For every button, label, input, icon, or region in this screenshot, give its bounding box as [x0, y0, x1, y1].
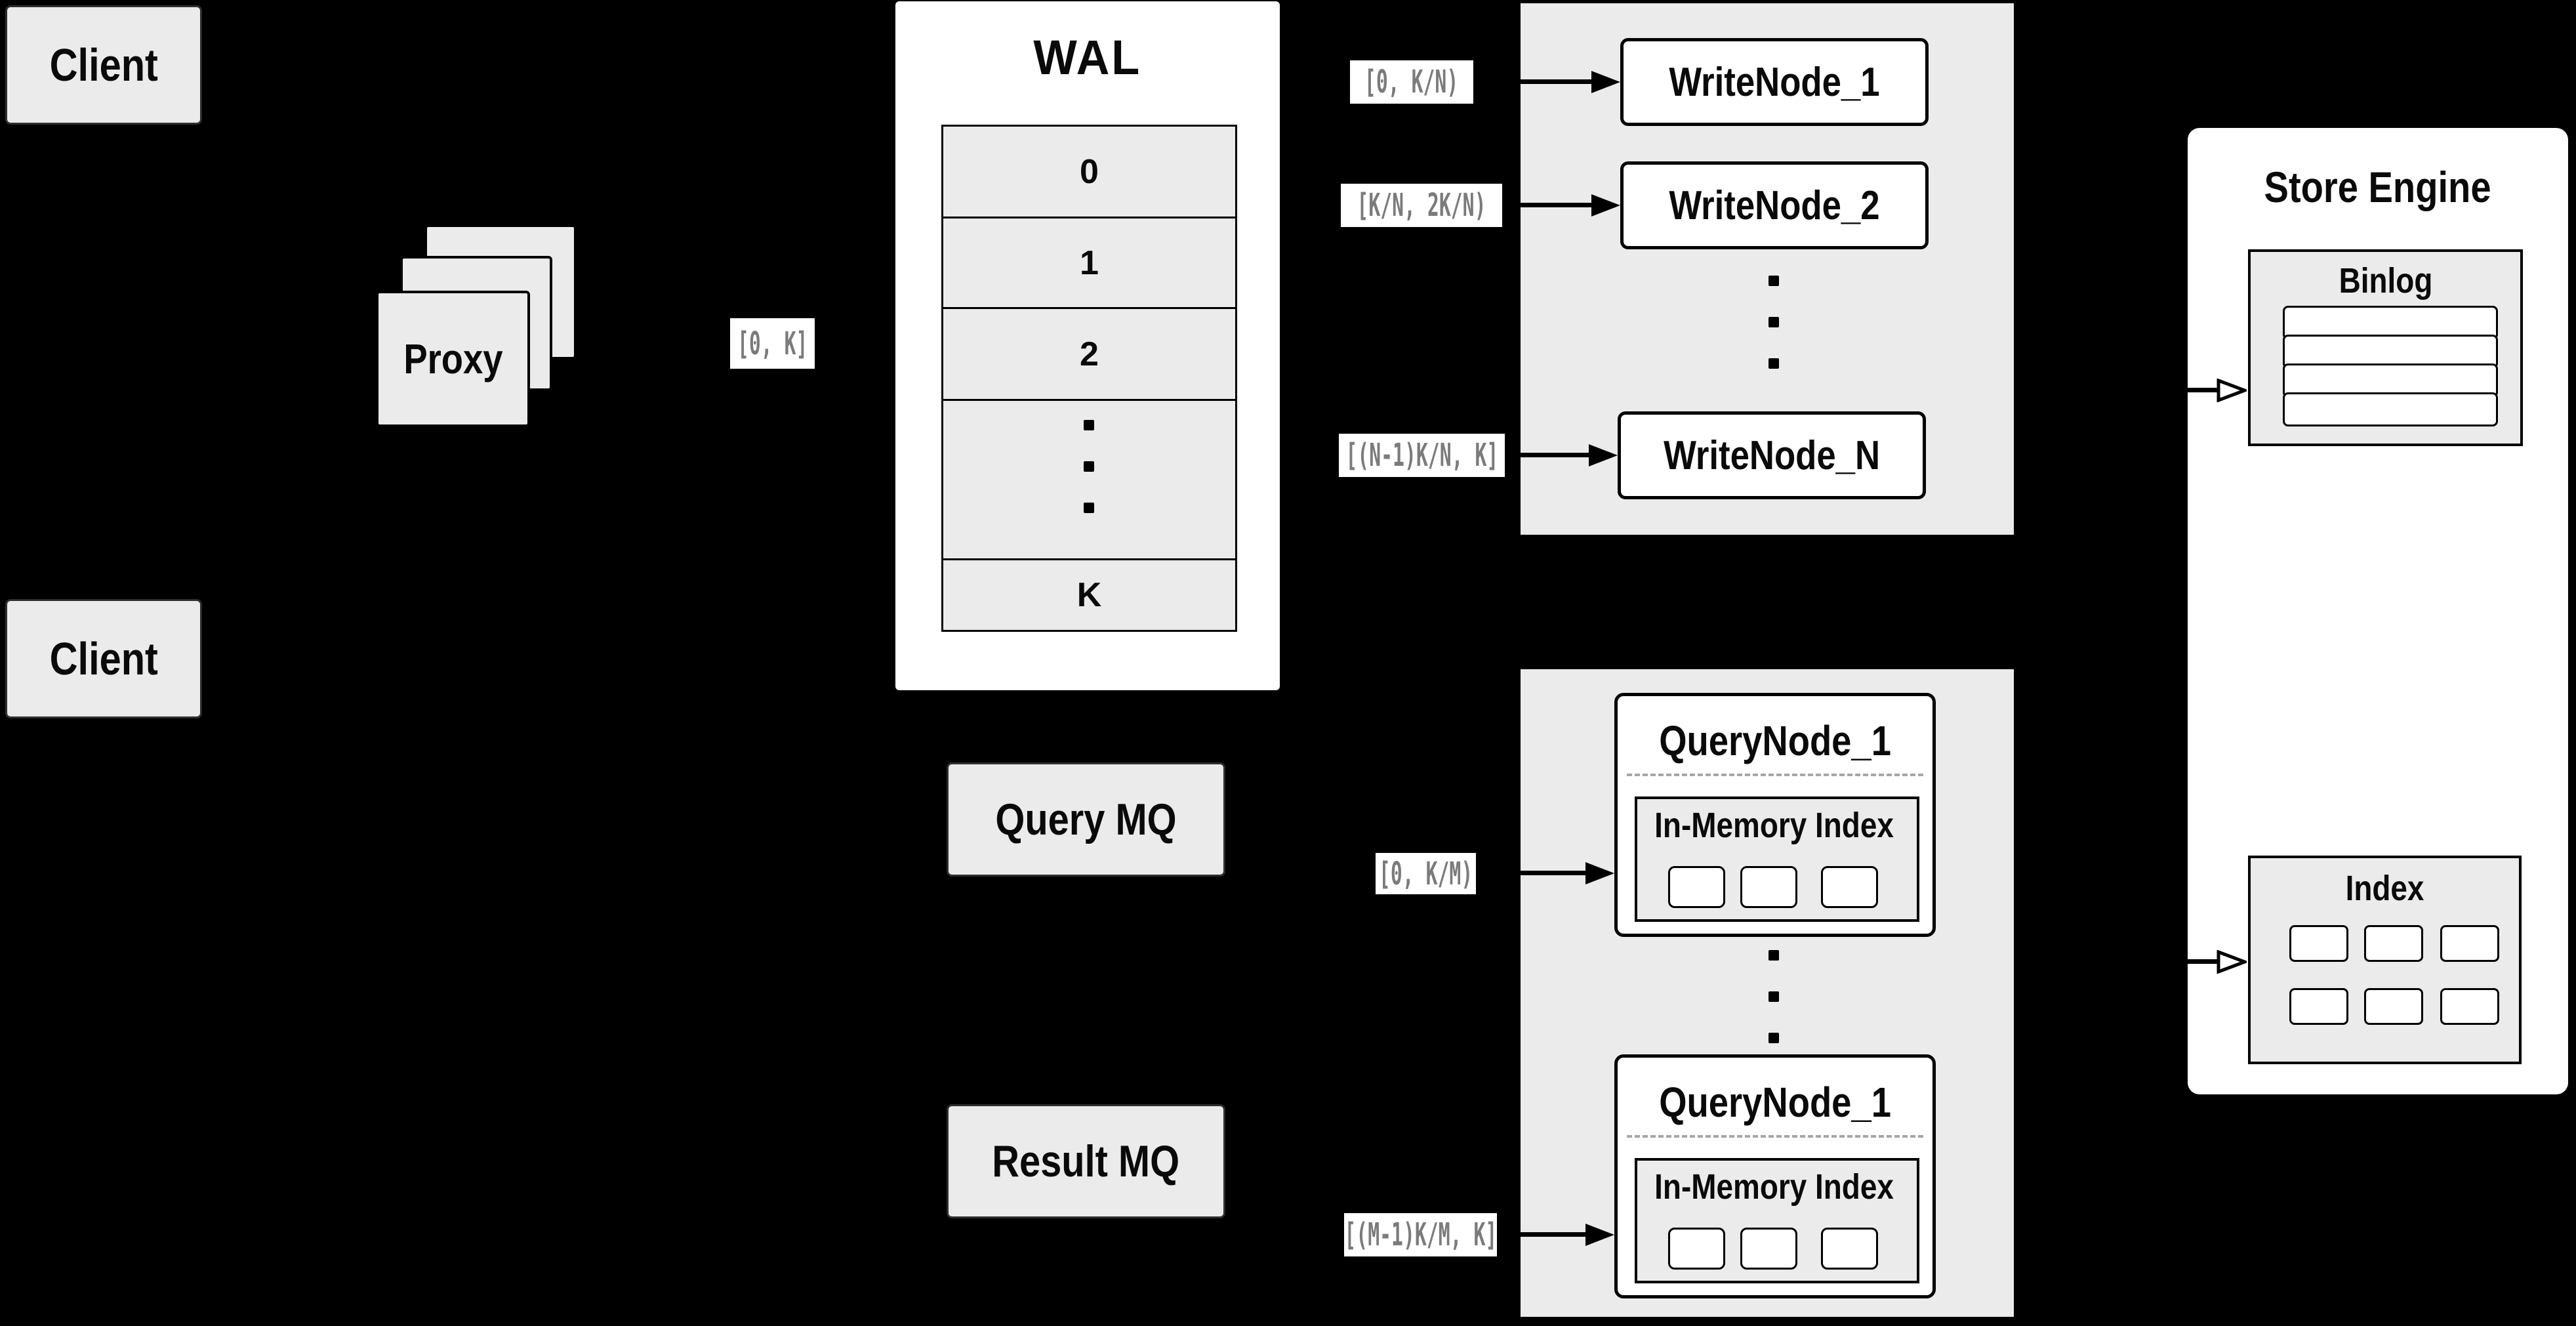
wal-vertical-ellipsis-icon — [1084, 461, 1094, 472]
querynode-bottom-title-wrap: QueryNode_1 — [1618, 1076, 1932, 1129]
wal-vertical-ellipsis-icon — [1084, 503, 1094, 513]
writenode-n-label: WriteNode_N — [1664, 432, 1880, 478]
querynode-top-title: QueryNode_1 — [1659, 717, 1891, 764]
querynode-vertical-ellipsis-icon — [1768, 950, 1779, 961]
arrow-to-writenode-2-icon — [1502, 194, 1620, 217]
writenode-vertical-ellipsis-icon — [1768, 317, 1779, 327]
memory-segment-slot — [1821, 866, 1878, 908]
store-engine-box: Store Engine Binlog Index — [2188, 128, 2568, 1094]
index-box: Index — [2248, 856, 2522, 1064]
index-chunk-slot — [2289, 925, 2348, 962]
in-memory-index-title-top: In-Memory Index — [1654, 806, 1894, 845]
writenode-1-box: WriteNode_1 — [1620, 38, 1929, 126]
wal-segment-1: 1 — [943, 217, 1235, 307]
binlog-title: Binlog — [2339, 261, 2432, 300]
imi-title-wrap: In-Memory Index — [1637, 804, 1912, 846]
result-mq-label: Result MQ — [992, 1136, 1180, 1186]
binlog-box: Binlog — [2248, 249, 2523, 446]
range-label-writenode-1: [0, K/N) — [1350, 60, 1473, 104]
arrow-to-writenode-1-icon — [1473, 71, 1620, 93]
in-memory-index-box-bottom: In-Memory Index — [1635, 1158, 1919, 1283]
range-label-proxy-wal: [0, K] — [730, 318, 815, 369]
index-chunk-slot — [2440, 925, 2499, 962]
memory-segment-slot — [1668, 1228, 1725, 1270]
wal-title: WAL — [1033, 30, 1142, 85]
binlog-segment-slot — [2283, 392, 2498, 426]
range-label-writenode-2: [K/N, 2K/N) — [1341, 184, 1502, 227]
arrow-to-writenode-n-icon — [1505, 444, 1618, 466]
index-chunk-slot — [2289, 988, 2348, 1025]
index-title: Index — [2345, 869, 2424, 908]
writenode-vertical-ellipsis-icon — [1768, 276, 1779, 286]
wal-segment-2: 2 — [943, 307, 1235, 399]
index-title-wrap: Index — [2251, 865, 2519, 912]
open-arrowhead-icon — [2217, 950, 2247, 974]
dashed-divider — [1627, 774, 1923, 776]
query-mq-box: Query MQ — [947, 762, 1225, 877]
open-arrowhead-icon — [2217, 379, 2247, 402]
client-bottom-label: Client — [49, 633, 158, 684]
memory-segment-slot — [1740, 866, 1797, 908]
querynode-top-box: QueryNode_1 In-Memory Index — [1614, 693, 1936, 937]
writenode-vertical-ellipsis-icon — [1768, 358, 1779, 369]
memory-segment-slot — [1668, 866, 1725, 908]
proxy-label: Proxy — [403, 335, 503, 383]
in-memory-index-box-top: In-Memory Index — [1635, 797, 1919, 922]
memory-segment-slot — [1821, 1228, 1878, 1270]
wal-title-wrap: WAL — [895, 28, 1280, 87]
index-chunk-slot — [2364, 988, 2423, 1025]
client-top-label: Client — [49, 39, 158, 91]
querynode-vertical-ellipsis-icon — [1768, 1033, 1779, 1043]
in-memory-index-title-bottom: In-Memory Index — [1654, 1167, 1894, 1207]
wal-segment-k: K — [943, 558, 1235, 630]
dashed-divider — [1627, 1135, 1923, 1138]
querynode-bottom-box: QueryNode_1 In-Memory Index — [1614, 1054, 1936, 1298]
wal-segment-table: 0 1 2 K — [941, 125, 1237, 632]
binlog-title-wrap: Binlog — [2251, 257, 2520, 304]
memory-segment-slot — [1740, 1228, 1797, 1270]
writenode-2-label: WriteNode_2 — [1669, 182, 1880, 228]
range-label-querynode-m: [(M-1)K/M, K] — [1344, 1213, 1497, 1256]
writenode-n-box: WriteNode_N — [1618, 411, 1926, 499]
querynode-top-title-wrap: QueryNode_1 — [1618, 715, 1932, 767]
range-label-writenode-n: [(N-1)K/N, K] — [1339, 434, 1505, 477]
writenode-2-box: WriteNode_2 — [1620, 161, 1929, 249]
query-mq-label: Query MQ — [995, 795, 1177, 844]
proxy-box-front: Proxy — [376, 291, 530, 427]
arrow-to-binlog-icon — [2158, 379, 2247, 402]
querynode-vertical-ellipsis-icon — [1768, 991, 1779, 1002]
client-box-top: Client — [5, 5, 202, 125]
index-chunk-slot — [2440, 988, 2499, 1025]
imi-title-wrap: In-Memory Index — [1637, 1166, 1912, 1208]
result-mq-box: Result MQ — [947, 1104, 1225, 1218]
index-chunk-slot — [2364, 925, 2423, 962]
arrow-to-index-icon — [2158, 950, 2247, 974]
range-label-querynode-1: [0, K/M) — [1376, 853, 1476, 894]
store-engine-title: Store Engine — [2264, 163, 2492, 211]
arrow-to-querynode-m-icon — [1497, 1224, 1614, 1246]
writenode-1-label: WriteNode_1 — [1669, 59, 1880, 105]
wal-vertical-ellipsis-icon — [1084, 420, 1094, 430]
store-engine-title-wrap: Store Engine — [2188, 157, 2568, 217]
client-box-bottom: Client — [5, 599, 202, 718]
arrow-to-querynode-1-icon — [1476, 862, 1614, 884]
wal-box: WAL 0 1 2 K — [895, 1, 1280, 690]
wal-segment-0: 0 — [943, 127, 1235, 217]
querynode-bottom-title: QueryNode_1 — [1659, 1079, 1891, 1126]
